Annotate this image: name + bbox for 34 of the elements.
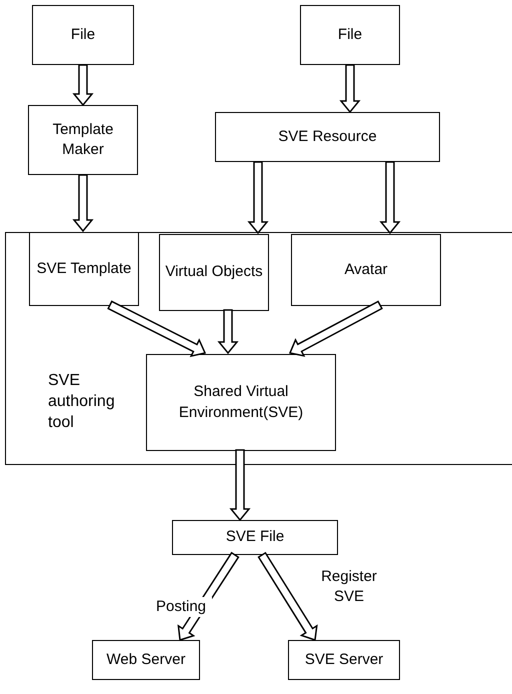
- box-label: SVE Server: [304, 650, 384, 670]
- process-box: [172, 520, 338, 555]
- box-label: File: [338, 24, 362, 45]
- hollow-arrow: [107, 300, 206, 358]
- box-label: Avatar: [344, 260, 388, 280]
- process-box: [291, 234, 441, 306]
- box-label: SVE Template: [36, 258, 132, 279]
- process-box: [92, 640, 200, 680]
- hollow-arrow: [288, 300, 383, 357]
- box-label: File: [70, 24, 96, 45]
- box-label: Template Maker: [52, 120, 114, 160]
- hollow-arrow: [72, 64, 94, 106]
- box-label: Web Server: [106, 650, 186, 670]
- box-label: Virtual Objects: [165, 262, 263, 282]
- group-label: SVE authoring tool: [48, 371, 116, 433]
- hollow-arrow: [247, 161, 269, 234]
- hollow-arrow: [217, 309, 239, 354]
- process-box: [288, 640, 400, 680]
- process-box: [28, 105, 138, 175]
- process-box: [29, 232, 139, 306]
- process-box: [159, 234, 269, 311]
- hollow-arrow: [72, 174, 94, 232]
- box-label: SVE File: [226, 527, 284, 548]
- group-frame: [5, 232, 512, 465]
- box-label: Shared Virtual Environment(SVE): [178, 382, 304, 422]
- process-box: [215, 112, 440, 162]
- box-label: SVE Resource: [278, 126, 377, 147]
- hollow-arrow: [229, 449, 251, 522]
- process-box: [300, 5, 400, 65]
- process-box: [32, 5, 134, 65]
- hollow-arrow: [339, 64, 361, 114]
- process-box: [146, 354, 336, 451]
- hollow-arrow: [258, 552, 318, 641]
- hollow-arrow: [379, 161, 401, 234]
